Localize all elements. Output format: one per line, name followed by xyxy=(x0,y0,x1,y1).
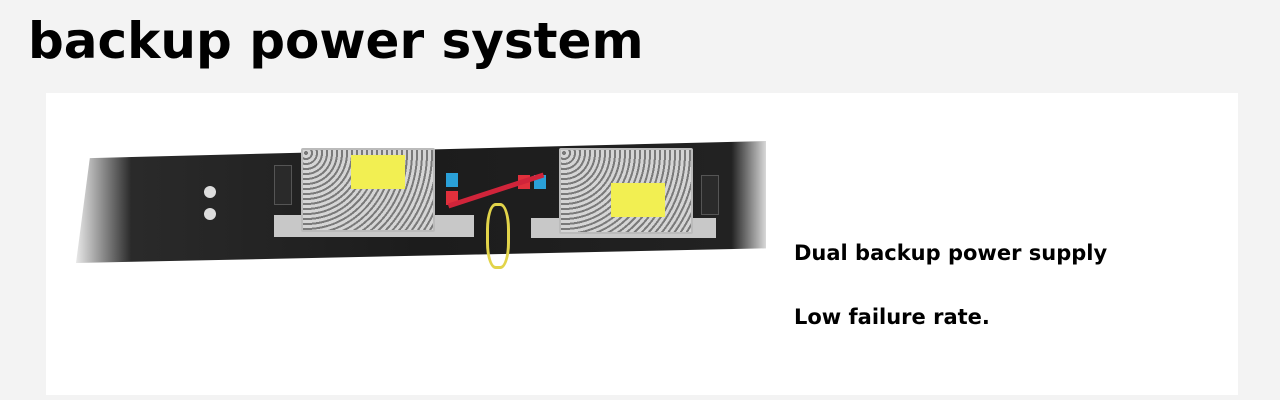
warning-label xyxy=(611,183,665,217)
terminal-block xyxy=(701,175,719,215)
product-panel: Dual backup power supply Low failure rat… xyxy=(46,93,1238,395)
page-title: backup power system xyxy=(28,12,644,70)
terminal-block xyxy=(274,165,292,205)
standoff-icon xyxy=(204,208,216,220)
power-supply-unit-1 xyxy=(301,148,435,232)
feature-low-failure: Low failure rate. xyxy=(794,305,990,329)
terminal-blue xyxy=(446,173,458,187)
warning-label xyxy=(351,155,405,189)
feature-dual-backup: Dual backup power supply xyxy=(794,241,1108,265)
ground-wire xyxy=(486,203,510,269)
standoff-icon xyxy=(204,186,216,198)
